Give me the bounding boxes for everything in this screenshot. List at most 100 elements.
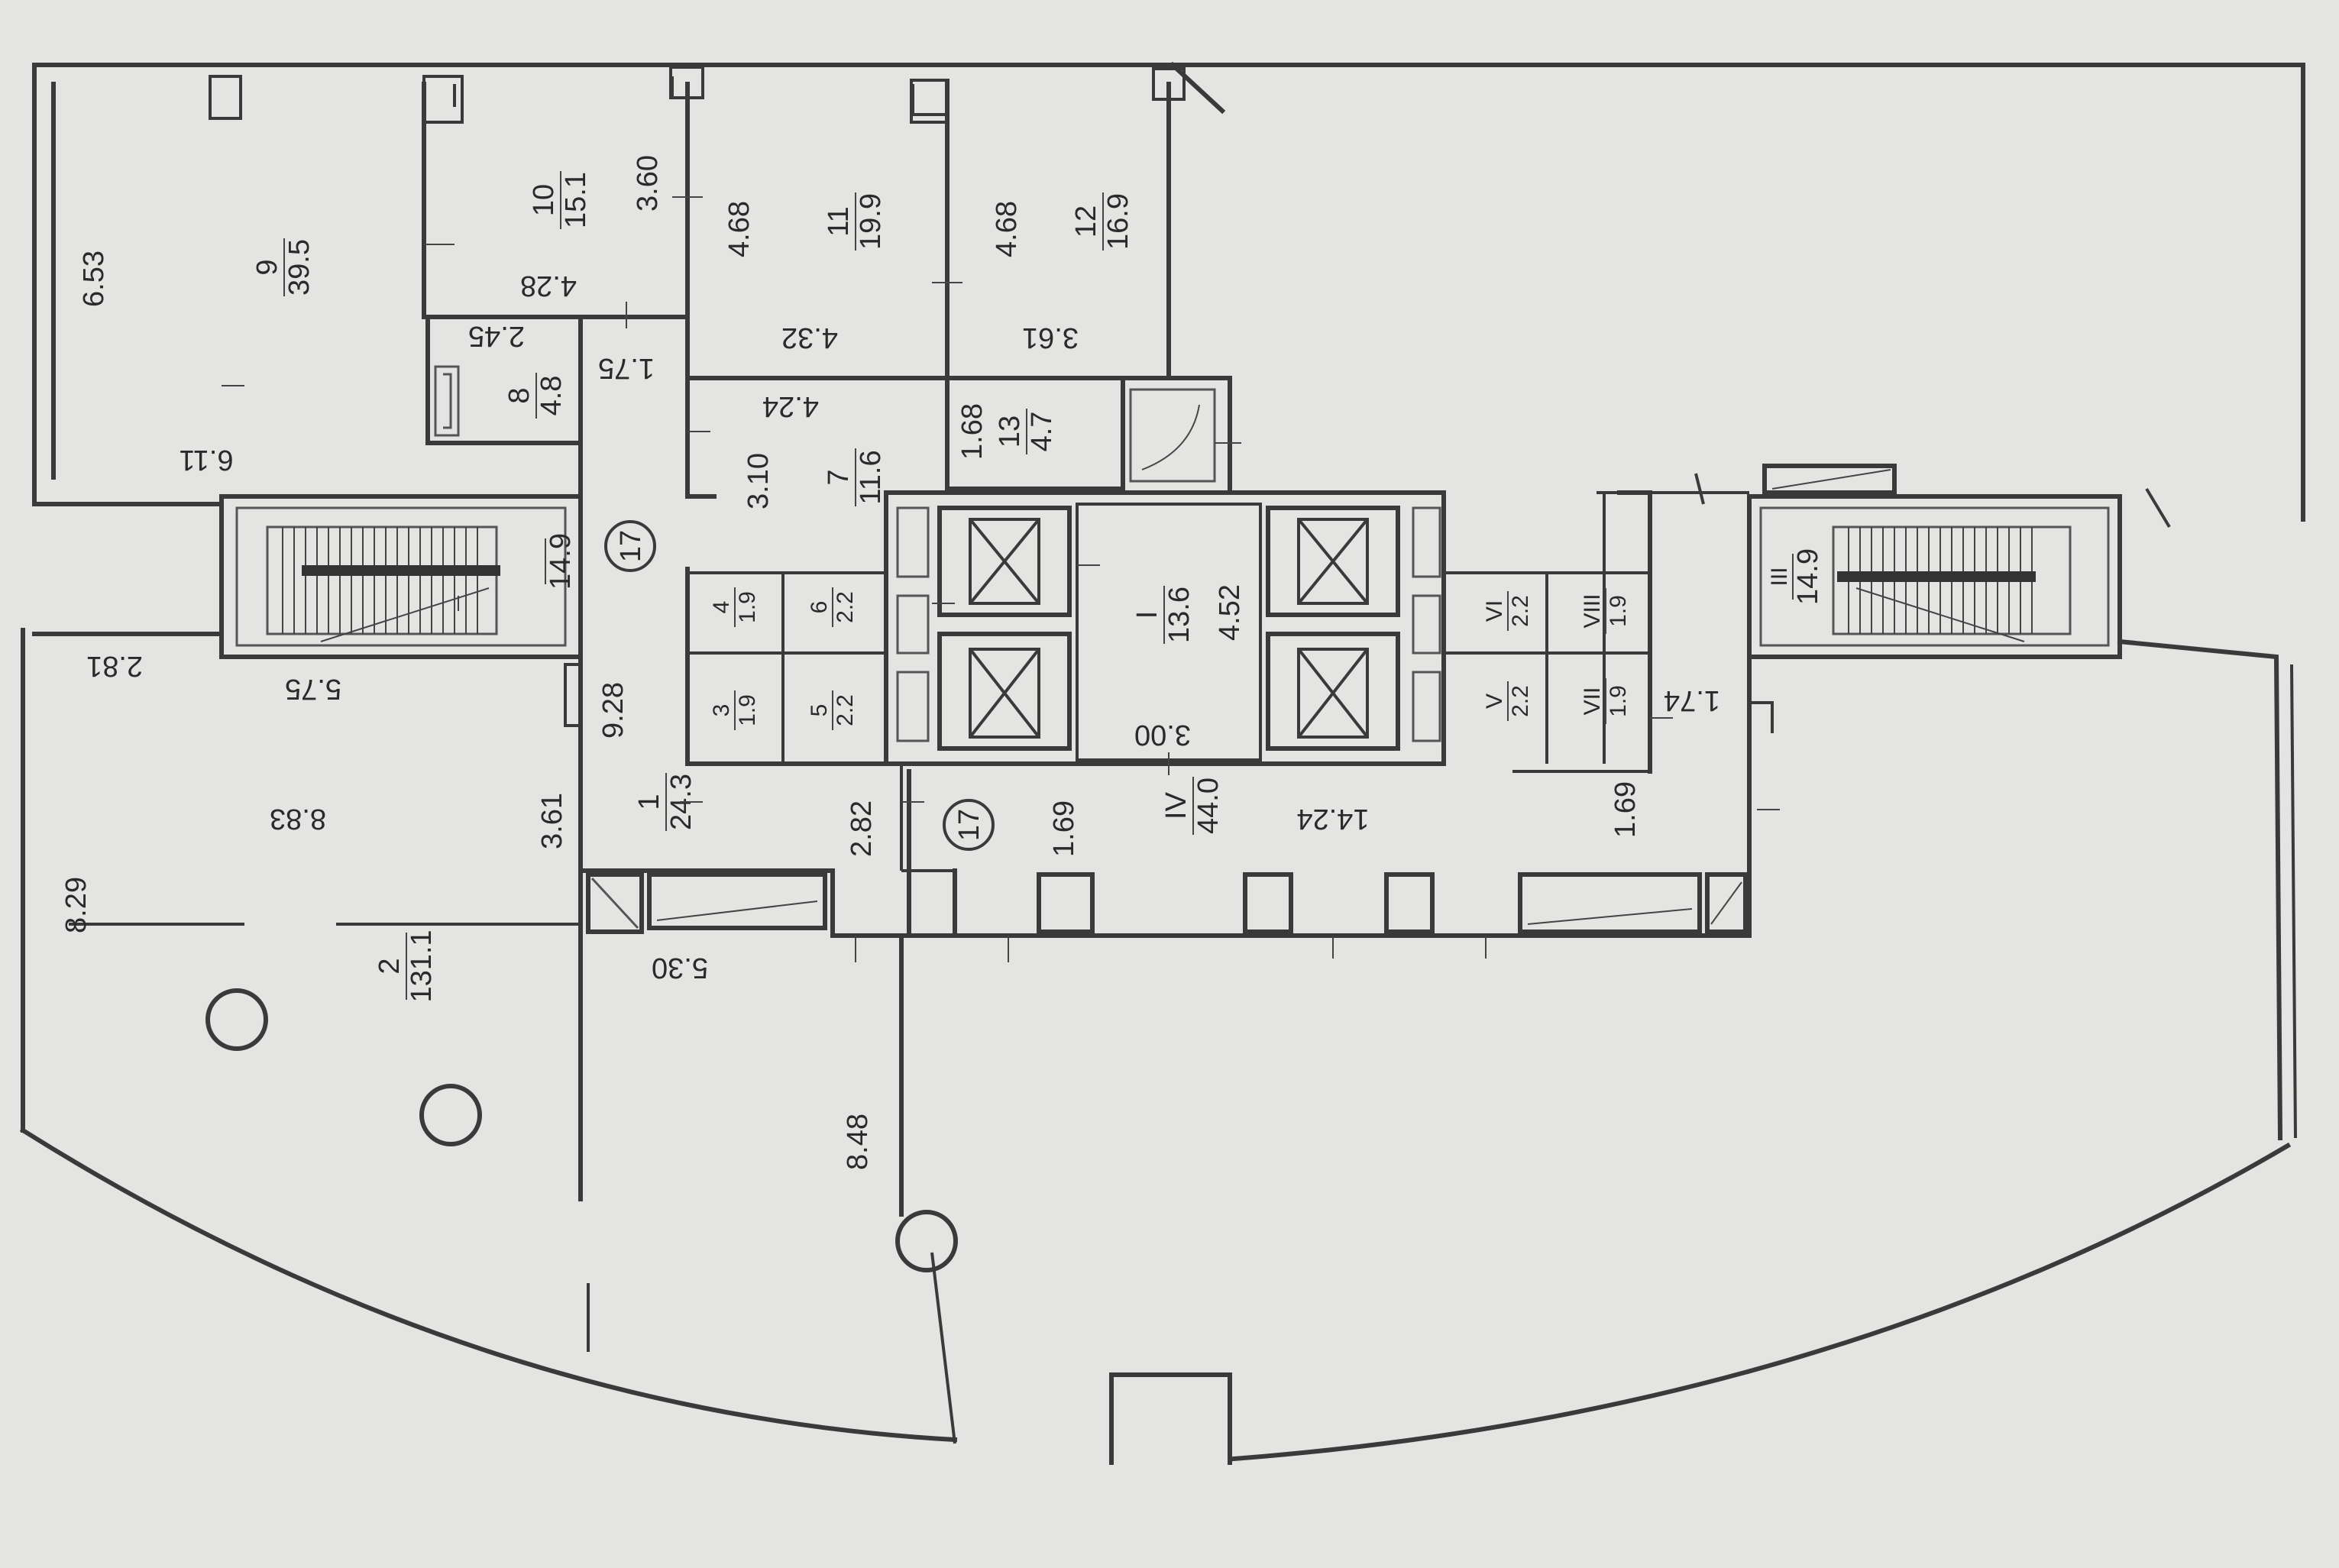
core xyxy=(685,490,1652,774)
dim-4-68-b: 4.68 xyxy=(991,201,1023,257)
dim-5-30: 5.30 xyxy=(652,952,708,984)
room-VII-num: VII xyxy=(1580,687,1605,716)
room-5-area: 2.2 xyxy=(833,694,858,726)
room-VI-area: 2.2 xyxy=(1508,595,1533,627)
room-6-area: 2.2 xyxy=(833,591,858,623)
stair-right-num: III xyxy=(1767,567,1792,586)
outer-walls xyxy=(19,61,2305,1465)
room-12-area: 16.9 xyxy=(1102,193,1134,250)
dim-3-60: 3.60 xyxy=(632,155,664,212)
upper-rooms xyxy=(209,66,1232,499)
room-IV-area: 44.0 xyxy=(1192,778,1224,834)
room-5-num: 5 xyxy=(807,704,832,717)
room-2-area: 131.1 xyxy=(406,929,438,1002)
section-markers xyxy=(604,520,995,851)
dim-4-28: 4.28 xyxy=(520,270,577,302)
dim-1-69-b: 1.69 xyxy=(1609,781,1642,838)
room-I-area: 13.6 xyxy=(1163,587,1195,643)
dim-2-81: 2.81 xyxy=(86,650,143,682)
lower-walls xyxy=(69,315,1774,1444)
stair-right xyxy=(1597,464,2171,659)
room-11-num: 11 xyxy=(823,206,855,236)
dim-4-68-a: 4.68 xyxy=(723,201,755,257)
dim-4-52: 4.52 xyxy=(1214,584,1246,641)
room-I-num: I xyxy=(1131,611,1163,619)
room-1-num: 1 xyxy=(633,794,665,810)
marker-17-bottom: 17 xyxy=(953,809,985,841)
stair-left-label: 14.9 xyxy=(545,533,577,590)
room-V-num: V xyxy=(1482,693,1507,709)
room-V-area: 2.2 xyxy=(1508,685,1533,717)
room-3-num: 3 xyxy=(709,704,734,717)
room-10-area: 15.1 xyxy=(560,172,592,228)
dim-8-29: 8.29 xyxy=(60,877,92,933)
marker-17-top: 17 xyxy=(615,530,647,562)
room-13-area: 4.7 xyxy=(1026,412,1058,452)
room-7-num: 7 xyxy=(823,469,855,485)
dim-3-61-top: 3.61 xyxy=(1022,322,1079,354)
dim-1-69-a: 1.69 xyxy=(1048,800,1080,857)
room-6-num: 6 xyxy=(807,601,832,614)
stair-right-area: 14.9 xyxy=(1792,548,1824,605)
dim-1-75: 1.75 xyxy=(598,352,655,384)
room-13-num: 13 xyxy=(994,415,1026,448)
room-VIII-num: VIII xyxy=(1580,593,1605,628)
stair-left xyxy=(219,494,583,659)
dim-3-10: 3.10 xyxy=(742,453,775,509)
room-4-num: 4 xyxy=(709,601,734,614)
room-8-area: 4.8 xyxy=(535,376,568,416)
dim-8-83: 8.83 xyxy=(270,803,326,835)
dim-3-61-left: 3.61 xyxy=(536,793,568,849)
room-3-area: 1.9 xyxy=(735,694,760,726)
dim-4-24: 4.24 xyxy=(762,390,819,422)
dimension-ticks xyxy=(222,196,1780,962)
dim-2-82: 2.82 xyxy=(846,800,878,857)
dim-8-48: 8.48 xyxy=(842,1114,874,1170)
room-7-area: 11.6 xyxy=(855,450,887,504)
room-2-num: 2 xyxy=(374,958,406,974)
room-11-area: 19.9 xyxy=(855,193,887,250)
room-4-area: 1.9 xyxy=(735,591,760,623)
stair-left-area: 14.9 xyxy=(545,533,577,590)
room-IV-num: IV xyxy=(1160,791,1192,820)
dim-1-74: 1.74 xyxy=(1664,684,1720,716)
dim-1-68: 1.68 xyxy=(956,403,988,460)
dim-14-24: 14.24 xyxy=(1296,803,1369,835)
room-VII-area: 1.9 xyxy=(1606,685,1631,717)
dim-5-75: 5.75 xyxy=(285,673,341,705)
room-VI-num: VI xyxy=(1482,600,1507,622)
dim-9-28: 9.28 xyxy=(597,682,629,739)
room-8-num: 8 xyxy=(503,387,535,403)
dimension-labels: 6.53 6.11 3.60 4.28 2.45 1.75 4.68 4.32 … xyxy=(60,155,1720,1170)
room-12-num: 12 xyxy=(1070,205,1102,238)
dim-6-11: 6.11 xyxy=(179,444,233,476)
dim-6-53: 6.53 xyxy=(78,251,110,307)
room-VIII-area: 1.9 xyxy=(1606,595,1631,627)
dim-2-45: 2.45 xyxy=(468,320,525,352)
room-9-num: 9 xyxy=(251,259,283,275)
dim-3-00: 3.00 xyxy=(1134,719,1191,751)
room-9-area: 39.5 xyxy=(283,239,315,296)
room-10-num: 10 xyxy=(528,184,560,216)
